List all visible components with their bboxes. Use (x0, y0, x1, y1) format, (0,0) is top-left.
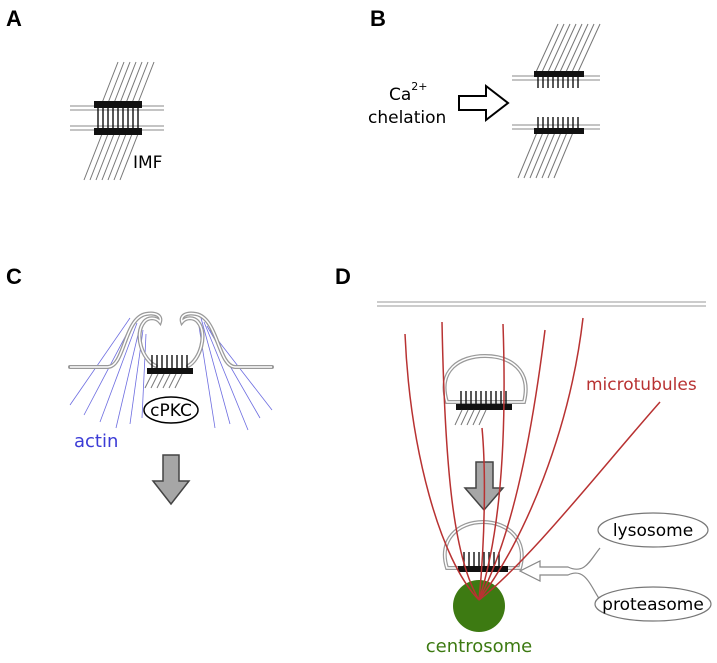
panel-b-filaments (517, 23, 601, 179)
imf-label: IMF (133, 153, 162, 173)
panel-c-down-arrow (151, 454, 191, 506)
panel-d: D (335, 264, 712, 657)
lysosome-node: lysosome (597, 512, 709, 548)
actin-filaments (69, 317, 273, 431)
panel-a-desmosome (94, 101, 142, 135)
panel-a: A (6, 6, 164, 181)
panel-a-intermediate-filaments (83, 61, 155, 181)
panel-c: C (6, 264, 274, 506)
panel-b-membranes (512, 75, 600, 130)
proteasome-label: proteasome (602, 595, 704, 615)
cpkc-label: cPKC (150, 401, 192, 421)
plasma-membrane (377, 301, 706, 307)
panel-d-letter: D (335, 264, 351, 289)
chelation-arrow (458, 83, 510, 123)
panel-b-letter: B (370, 6, 386, 31)
ca-base: Ca (389, 85, 411, 105)
chelation-label: chelation (368, 108, 446, 128)
degradation-pathway-arrow (518, 547, 601, 601)
microtubules (404, 317, 661, 601)
actin-label: actin (74, 431, 118, 452)
cpkc-ellipse: cPKC (143, 396, 199, 424)
split-half-desmosome-bottom (534, 117, 584, 134)
panel-b: B Ca2+ chelation (368, 6, 601, 179)
panel-c-letter: C (6, 264, 22, 289)
panel-a-letter: A (6, 6, 22, 31)
proteasome-node: proteasome (594, 586, 712, 622)
panel-c-membrane-inner (70, 312, 272, 368)
ca-label: Ca2+ (389, 80, 428, 105)
lysosome-label: lysosome (613, 521, 693, 541)
centrosome-label: centrosome (426, 636, 532, 657)
panel-a-membranes (70, 105, 164, 131)
centrosome (453, 580, 505, 632)
ca-charge: 2+ (411, 80, 427, 93)
split-half-desmosome-top (534, 71, 584, 88)
panel-c-membrane-invagination (68, 311, 274, 369)
vesicle-upper (442, 353, 528, 426)
ca-chelation-label: Ca2+ chelation (368, 80, 446, 128)
internalized-half-desmosome (144, 355, 193, 389)
microtubules-label: microtubules (586, 375, 697, 395)
